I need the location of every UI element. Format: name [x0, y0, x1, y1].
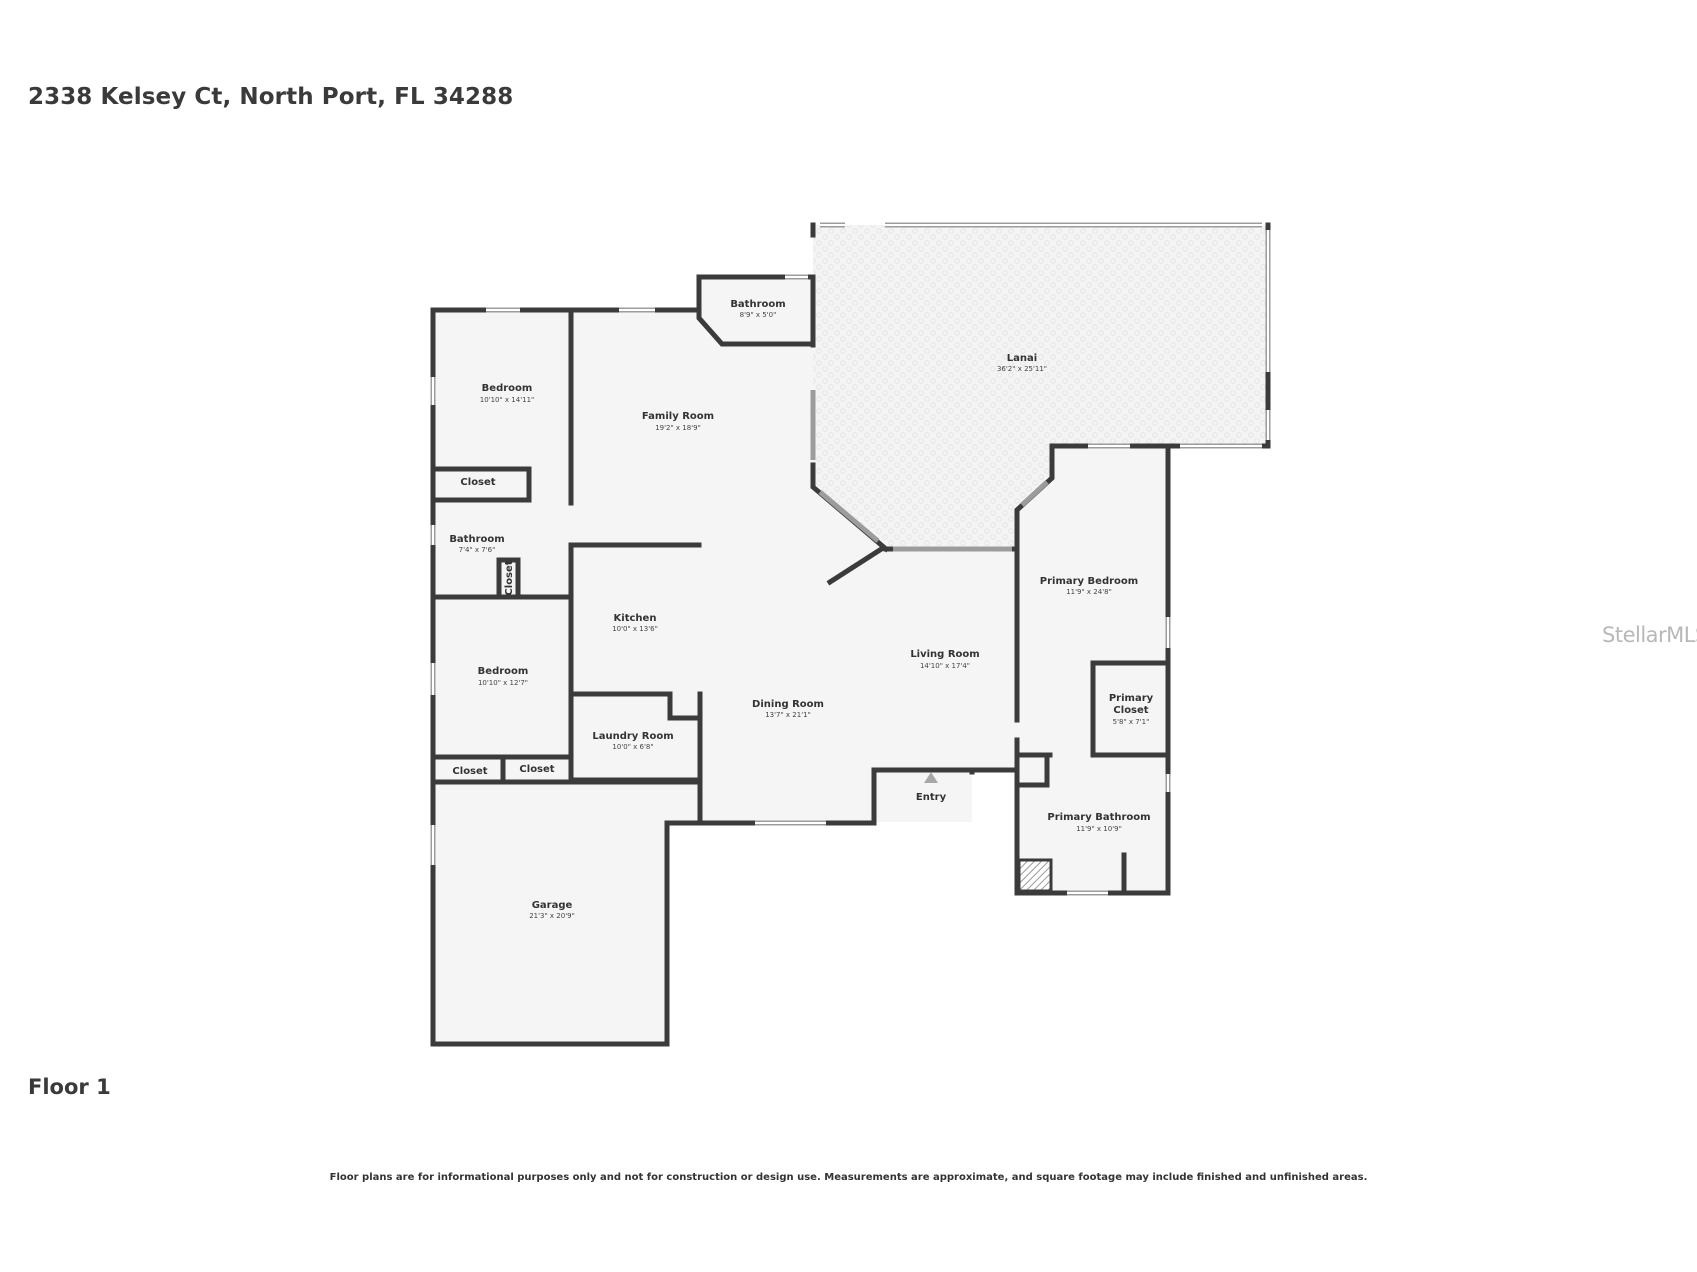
room-labels: Bedroom 10'10" x 14'11" Closet Bathroom …: [449, 299, 1153, 920]
stellar-mls-watermark: StellarMLS: [1602, 623, 1697, 647]
kitchen-dims: 10'0" x 13'6": [612, 625, 658, 633]
primary-bedroom-name: Primary Bedroom: [1040, 576, 1138, 587]
primary-bathroom-name: Primary Bathroom: [1047, 812, 1150, 823]
living-room-dims: 14'10" x 17'4": [920, 662, 970, 670]
floor-label: Floor 1: [28, 1075, 111, 1099]
entry-label: Entry: [916, 792, 947, 803]
laundry-room-name: Laundry Room: [592, 731, 673, 742]
family-room-dims: 19'2" x 18'9": [655, 424, 701, 432]
property-address: 2338 Kelsey Ct, North Port, FL 34288: [28, 84, 514, 110]
main-floor: [433, 277, 1168, 1044]
floor-fill: [433, 225, 1268, 1044]
garage-name: Garage: [532, 900, 573, 911]
family-room-name: Family Room: [642, 411, 714, 422]
dining-room-name: Dining Room: [752, 699, 824, 710]
primary-closet-dims: 5'8" x 7'1": [1113, 718, 1150, 726]
garage-dims: 21'3" x 20'9": [529, 912, 575, 920]
closet-bath-name: Closet: [504, 560, 515, 595]
bedroom-nw-dims: 10'10" x 14'11": [480, 396, 535, 404]
primary-bedroom-dims: 11'9" x 24'8": [1066, 588, 1112, 596]
closet-sw-2-name: Closet: [519, 764, 554, 775]
lanai-name: Lanai: [1007, 353, 1037, 364]
bathroom-w-dims: 7'4" x 7'6": [459, 546, 496, 554]
lanai-dims: 36'2" x 25'11": [997, 365, 1047, 373]
bathroom-w-name: Bathroom: [449, 534, 504, 545]
bedroom-nw-name: Bedroom: [482, 383, 533, 394]
living-room-name: Living Room: [910, 649, 979, 660]
bedroom-sw-dims: 10'10" x 12'7": [478, 679, 528, 687]
closet-sw-1-name: Closet: [452, 766, 487, 777]
lanai-floor: [813, 225, 1268, 549]
dining-room-dims: 13'7" x 21'1": [765, 711, 811, 719]
bedroom-sw-name: Bedroom: [478, 666, 529, 677]
windows: [430, 222, 1271, 896]
closet-nw-name: Closet: [460, 477, 495, 488]
primary-closet-name-line1: Primary: [1109, 693, 1154, 704]
disclaimer-text: Floor plans are for informational purpos…: [329, 1172, 1368, 1183]
primary-bathroom-dims: 11'9" x 10'9": [1076, 825, 1122, 833]
bathroom-n-name: Bathroom: [730, 299, 785, 310]
entry-arrow-icon: [924, 772, 938, 783]
primary-closet-name-line2: Closet: [1113, 705, 1148, 716]
bathroom-n-dims: 8'9" x 5'0": [740, 311, 777, 319]
laundry-room-dims: 10'0" x 6'8": [612, 743, 653, 751]
kitchen-name: Kitchen: [614, 613, 657, 624]
